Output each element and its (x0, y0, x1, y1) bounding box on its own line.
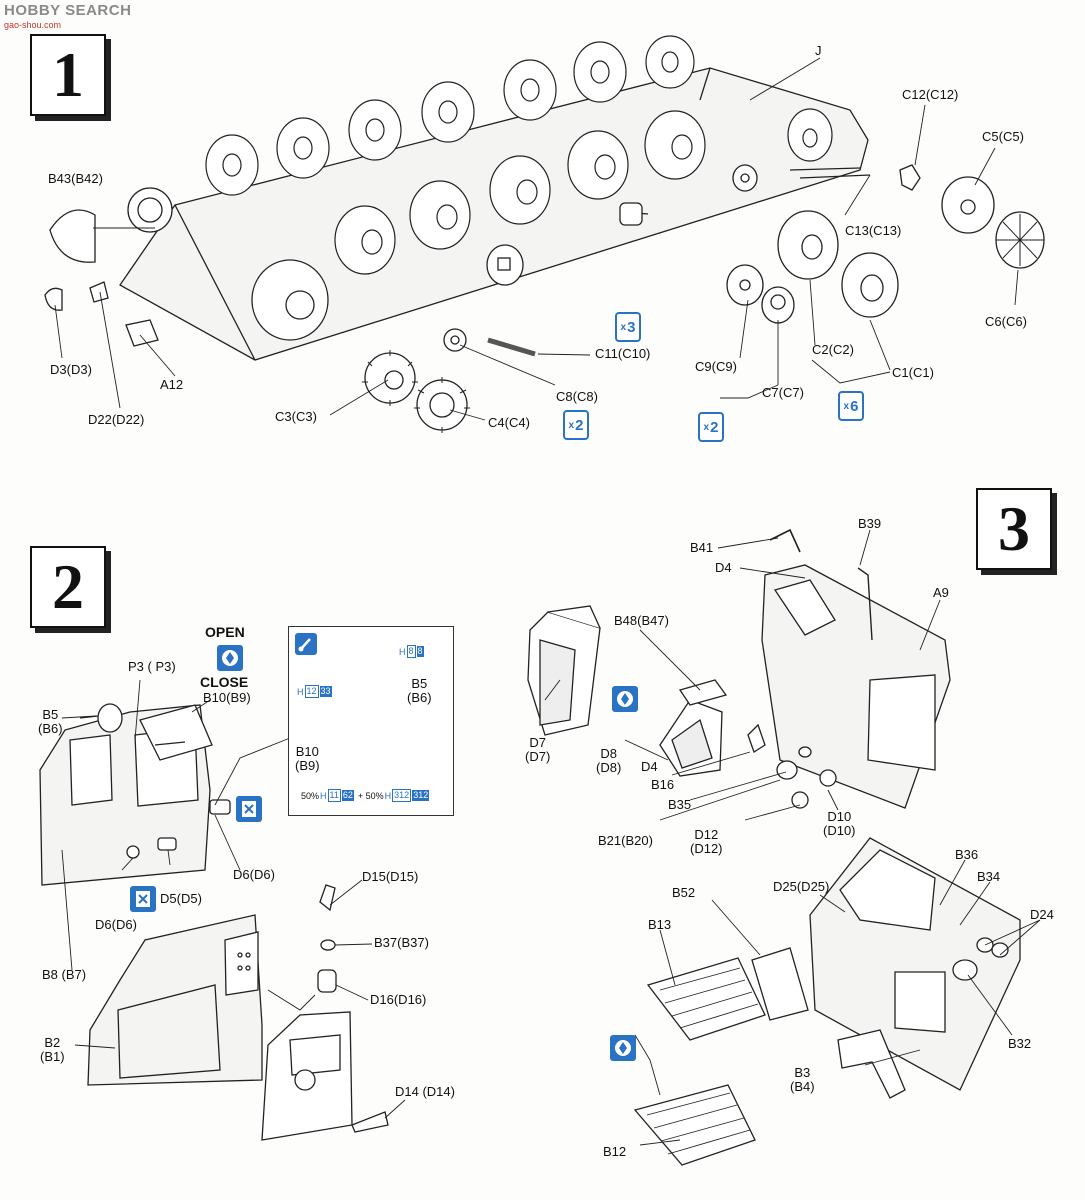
label-C8: C8(C8) (556, 389, 598, 404)
label-D3: D3(D3) (50, 362, 92, 377)
step-number-1: 1 (30, 34, 106, 116)
cement-icon (236, 796, 262, 822)
hull-side-assembly (44, 35, 1045, 433)
label-D16: D16(D16) (370, 992, 427, 1007)
label-B12: B12 (603, 1144, 627, 1159)
step-number-2: 2 (30, 546, 106, 628)
step-number-3: 3 (976, 488, 1052, 570)
label-B5: B5(B6) (38, 707, 63, 737)
label-P3: P3 ( P3) (128, 659, 176, 674)
label-D24: D24 (1030, 907, 1054, 922)
label-close: CLOSE (200, 674, 249, 690)
label-B48: B48(B47) (614, 613, 669, 628)
label-A12: A12 (160, 377, 184, 392)
label-B34: B34 (977, 869, 1001, 884)
open-close-icon (612, 686, 638, 712)
interior-assembly (527, 528, 1041, 1166)
label-open: OPEN (205, 624, 245, 640)
label-A9: A9 (933, 585, 949, 600)
label-B35: B35 (668, 797, 692, 812)
label-B5-detail: B5(B6) (407, 676, 432, 706)
label-D14: D14 (D14) (395, 1084, 455, 1099)
watermark-sub: gao-shou.com (4, 20, 62, 30)
label-B16: B16 (651, 777, 675, 792)
label-C1: C1(C1) (892, 365, 934, 380)
label-C2: C2(C2) (812, 342, 854, 357)
label-B52: B52 (672, 885, 696, 900)
label-B39: B39 (858, 516, 882, 531)
label-B2: B2(B1) (40, 1035, 65, 1065)
label-B21: B21(B20) (598, 833, 653, 848)
label-D7: D7(D7) (525, 735, 551, 765)
label-D5: D5(D5) (160, 891, 202, 906)
label-B3: B3(B4) (790, 1065, 815, 1095)
label-D8: D8(D8) (596, 746, 622, 776)
label-B36: B36 (955, 847, 979, 862)
label-J: J (815, 43, 822, 58)
cement-icon (130, 886, 156, 912)
label-C13: C13(C13) (845, 223, 902, 238)
label-B32: B32 (1008, 1036, 1032, 1051)
label-C7: C7(C7) (762, 385, 804, 400)
label-B8: B8 (B7) (42, 967, 87, 982)
label-D25: D25(D25) (773, 879, 830, 894)
label-D15: D15(D15) (362, 869, 419, 884)
label-B43: B43(B42) (48, 171, 103, 186)
label-D10: D10(D10) (823, 809, 856, 839)
open-close-icon (217, 645, 243, 671)
open-close-icon (610, 1035, 636, 1061)
label-D12: D12(D12) (690, 827, 723, 857)
label-B10-top: B10(B9) (203, 690, 251, 705)
paint-brush-icon (295, 633, 317, 655)
label-D6-left: D6(D6) (95, 917, 137, 932)
label-C3: C3(C3) (275, 409, 317, 424)
label-B41: B41 (690, 540, 714, 555)
label-D4-top: D4 (715, 560, 732, 575)
label-C6: C6(C6) (985, 314, 1027, 329)
label-B10-detail: B10(B9) (295, 744, 320, 774)
label-B37: B37(B37) (374, 935, 429, 950)
label-B13: B13 (648, 917, 672, 932)
label-C4: C4(C4) (488, 415, 530, 430)
watermark-logo: HOBBY SEARCH (4, 2, 132, 19)
label-C9: C9(C9) (695, 359, 737, 374)
label-C5: C5(C5) (982, 129, 1024, 144)
label-C11: C11(C10) (595, 346, 651, 361)
label-D6-right: D6(D6) (233, 867, 275, 882)
label-D22: D22(D22) (88, 412, 145, 427)
label-C12: C12(C12) (902, 87, 959, 102)
label-D4-mid: D4 (641, 759, 658, 774)
